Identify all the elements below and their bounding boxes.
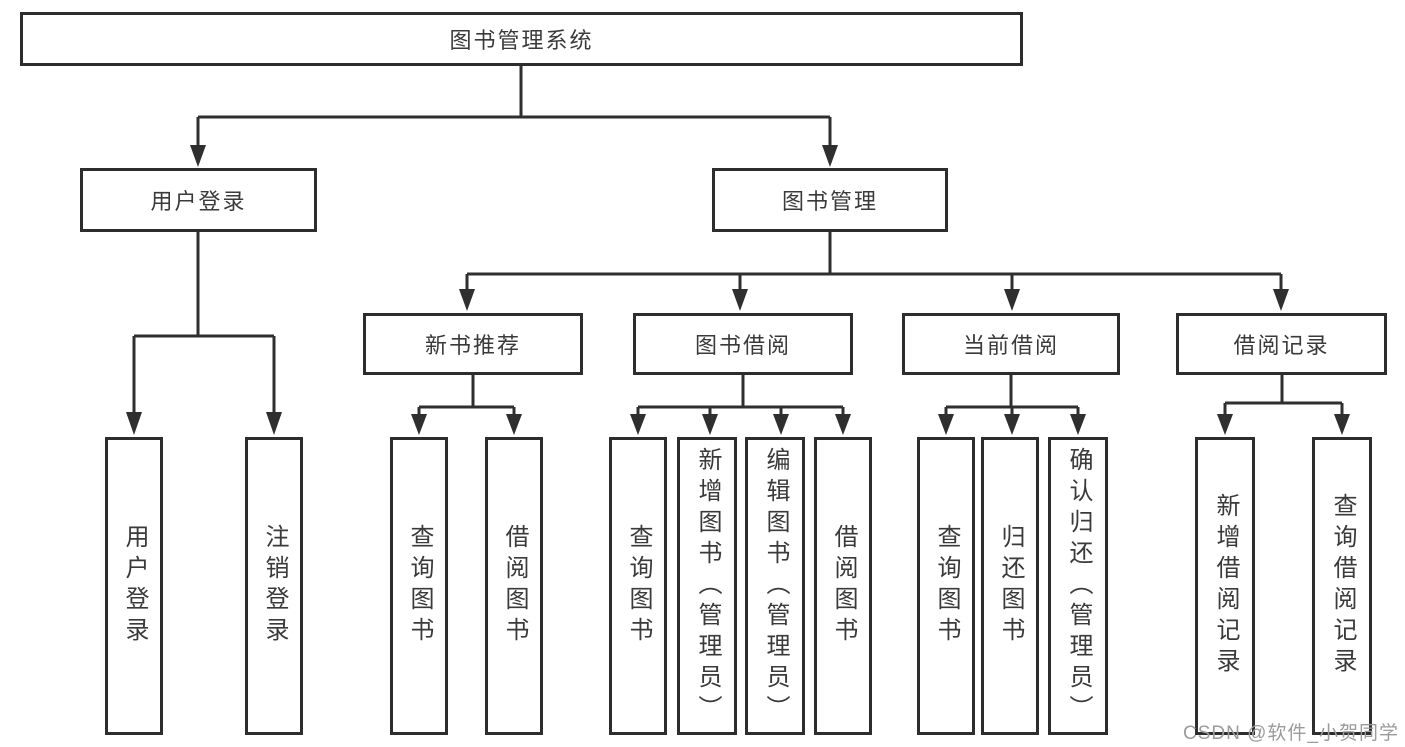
leaf-return-books: 归还图书 bbox=[981, 437, 1039, 735]
leaf-label: 注销登录 bbox=[261, 524, 288, 648]
leaf-query-books-recommend: 查询图书 bbox=[390, 437, 448, 735]
node-new-book-recommend: 新书推荐 bbox=[363, 313, 583, 375]
leaf-label: 确认归还（管理员） bbox=[1065, 446, 1092, 726]
leaf-user-login: 用户登录 bbox=[105, 437, 163, 735]
leaf-borrow-books-recommend: 借阅图书 bbox=[485, 437, 543, 735]
node-label: 新书推荐 bbox=[424, 333, 521, 358]
leaf-query-books-current: 查询图书 bbox=[917, 437, 975, 735]
leaf-label: 查询图书 bbox=[406, 524, 433, 648]
leaf-label: 查询图书 bbox=[933, 524, 960, 648]
node-label: 图书管理系统 bbox=[449, 28, 594, 53]
leaf-label: 查询图书 bbox=[625, 524, 652, 648]
leaf-query-borrow-record: 查询借阅记录 bbox=[1312, 437, 1372, 735]
leaf-confirm-return-admin: 确认归还（管理员） bbox=[1048, 437, 1108, 735]
leaf-label: 新增借阅记录 bbox=[1212, 493, 1239, 679]
leaf-label: 借阅图书 bbox=[501, 524, 528, 648]
leaf-add-books-admin: 新增图书（管理员） bbox=[677, 437, 737, 735]
leaf-label: 查询借阅记录 bbox=[1329, 493, 1356, 679]
leaf-label: 编辑图书（管理员） bbox=[762, 446, 789, 726]
leaf-borrow-books: 借阅图书 bbox=[814, 437, 872, 735]
leaf-label: 新增图书（管理员） bbox=[694, 446, 721, 726]
node-root-system: 图书管理系统 bbox=[20, 12, 1023, 66]
node-label: 图书管理 bbox=[781, 189, 878, 214]
node-label: 借阅记录 bbox=[1233, 333, 1330, 358]
node-borrow-records: 借阅记录 bbox=[1176, 313, 1387, 375]
csdn-watermark: CSDN @软件_小贺同学 bbox=[1183, 723, 1399, 744]
leaf-label: 借阅图书 bbox=[830, 524, 857, 648]
node-book-borrow: 图书借阅 bbox=[633, 313, 853, 375]
node-user-login: 用户登录 bbox=[80, 168, 317, 232]
leaf-add-borrow-record: 新增借阅记录 bbox=[1195, 437, 1255, 735]
leaf-edit-books-admin: 编辑图书（管理员） bbox=[745, 437, 805, 735]
node-label: 图书借阅 bbox=[694, 333, 791, 358]
leaf-label: 用户登录 bbox=[121, 524, 148, 648]
node-label: 用户登录 bbox=[150, 189, 247, 214]
node-book-management: 图书管理 bbox=[712, 168, 948, 232]
node-current-borrow: 当前借阅 bbox=[902, 313, 1120, 375]
leaf-label: 归还图书 bbox=[997, 524, 1024, 648]
node-label: 当前借阅 bbox=[962, 333, 1059, 358]
leaf-logout: 注销登录 bbox=[245, 437, 303, 735]
leaf-query-books-borrow: 查询图书 bbox=[609, 437, 667, 735]
